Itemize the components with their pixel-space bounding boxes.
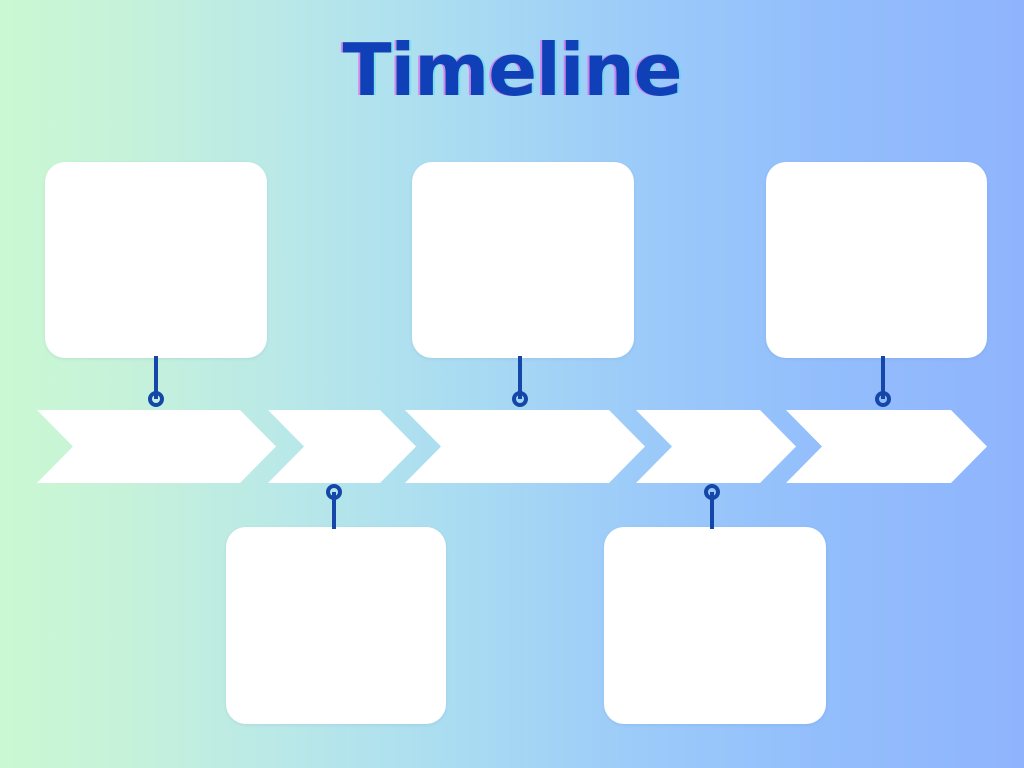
chevron-step-2[interactable]	[268, 410, 416, 483]
bottom-card-1[interactable]	[226, 527, 446, 724]
connector-dot-icon	[512, 391, 528, 407]
bottom-card-2[interactable]	[604, 527, 826, 724]
connector-dot-icon	[875, 391, 891, 407]
chevron-step-3[interactable]	[405, 410, 645, 483]
top-card-2[interactable]	[412, 162, 634, 358]
chevron-step-4[interactable]	[636, 410, 796, 483]
connector-line	[881, 356, 885, 399]
connector-line	[332, 492, 336, 529]
top-card-3[interactable]	[766, 162, 987, 358]
chevron-band	[0, 410, 1024, 483]
connector-top-2	[500, 356, 540, 407]
connector-line	[518, 356, 522, 399]
connector-top-1	[136, 356, 176, 407]
connector-dot-icon	[704, 484, 720, 500]
connector-dot-icon	[326, 484, 342, 500]
connector-line	[154, 356, 158, 399]
chevron-step-1[interactable]	[37, 410, 276, 483]
connector-top-3	[863, 356, 903, 407]
top-card-1[interactable]	[45, 162, 267, 358]
connector-bottom-2	[692, 484, 732, 529]
page-title-container: Timeline	[0, 34, 1024, 106]
connector-dot-icon	[148, 391, 164, 407]
connector-line	[710, 492, 714, 529]
chevron-step-5[interactable]	[786, 410, 987, 483]
connector-bottom-1	[314, 484, 354, 529]
page-title: Timeline	[342, 28, 682, 112]
